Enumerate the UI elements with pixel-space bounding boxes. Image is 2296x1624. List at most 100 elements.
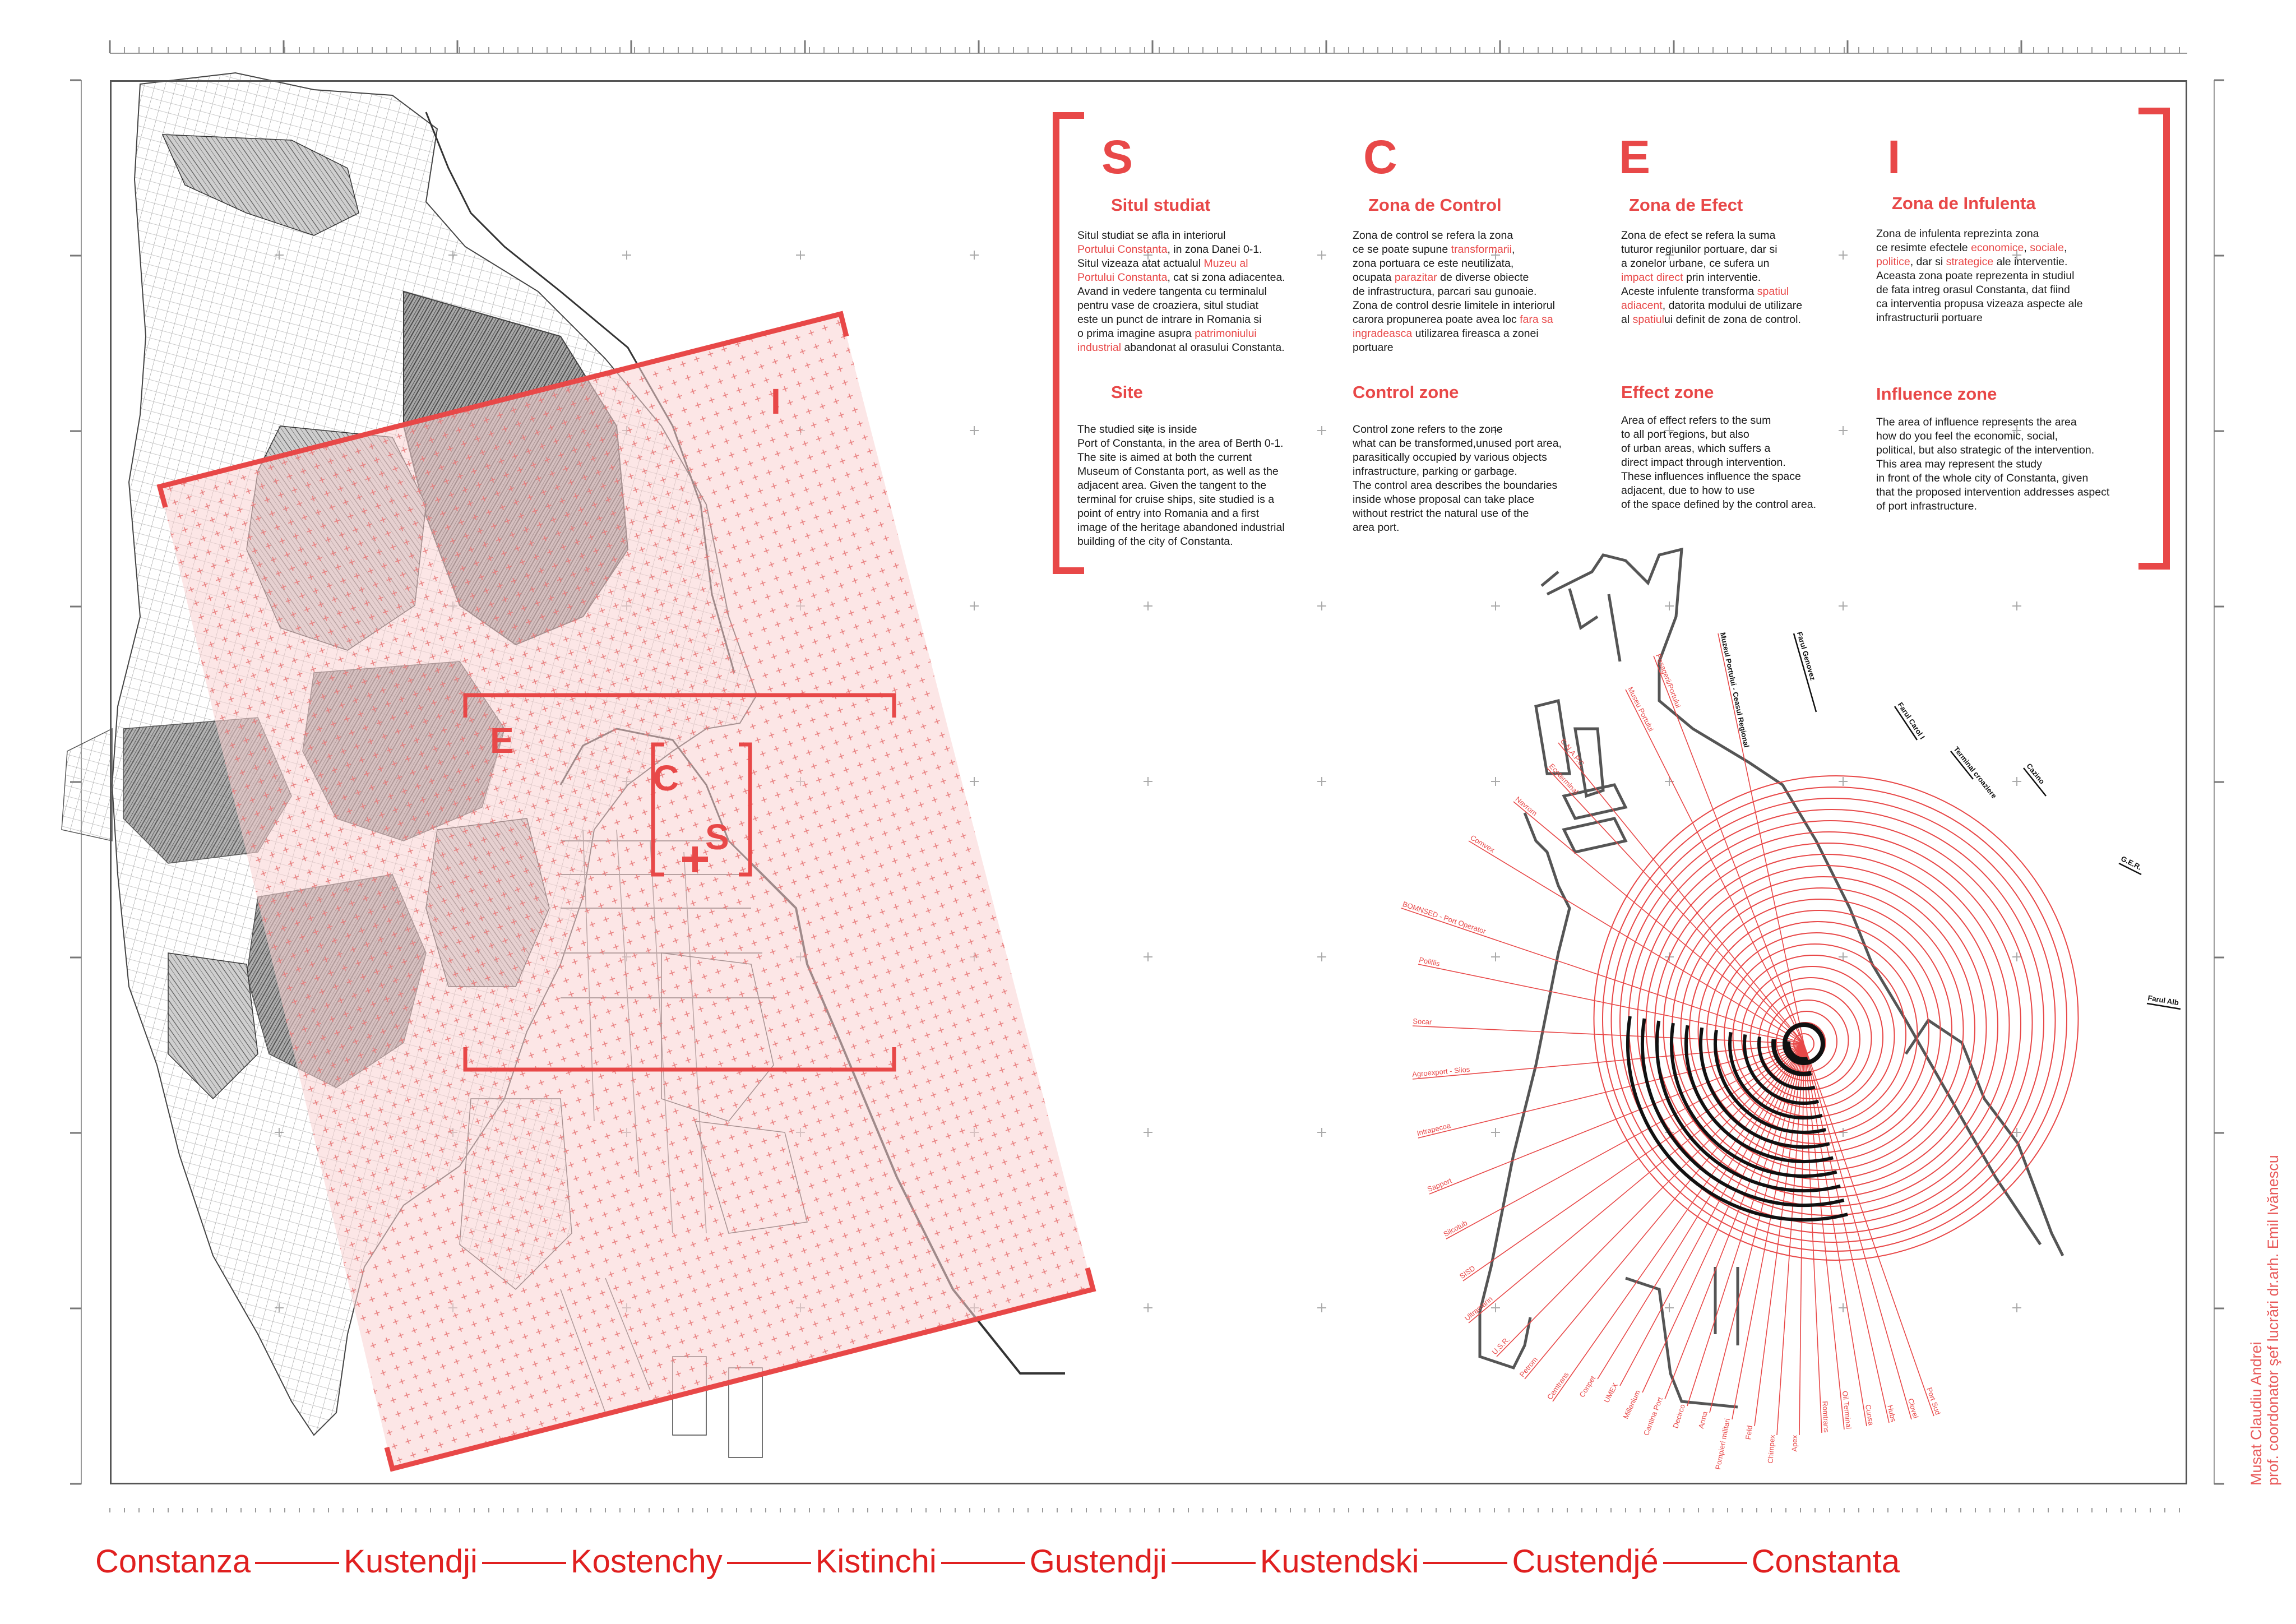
- effect-arc: [1670, 1022, 1837, 1178]
- text-line: Aceste infulente transforma spatiul: [1621, 285, 1789, 298]
- control-en-title: Control zone: [1353, 382, 1459, 402]
- supervisor-name: prof. coordonator şef lucrări dr.arh. Em…: [2265, 1155, 2281, 1486]
- radial-ray: [1776, 1043, 1804, 1436]
- text-line: Port of Constanta, in the area of Berth …: [1077, 437, 1284, 450]
- influence-ring: [1645, 843, 2010, 1207]
- text-line: of urban areas, which suffers a: [1621, 442, 1771, 455]
- text-line: Zona de infulenta reprezinta zona: [1876, 228, 2039, 240]
- radial-ray: [1754, 1043, 1804, 1427]
- influence-ring: [1697, 910, 1941, 1153]
- text-line: terminal for cruise ships, site studied …: [1077, 493, 1275, 506]
- text-line: direct impact through intervention.: [1621, 456, 1786, 469]
- text-line: The site is aimed at both the current: [1077, 451, 1252, 464]
- text-line: of port infrastructure.: [1876, 500, 1977, 512]
- radial-ray: [1462, 1043, 1804, 1281]
- port-operator-label: Pompieri militari: [1714, 1418, 1732, 1470]
- legend-left-bracket: [1053, 112, 1084, 574]
- text-line: in front of the whole city of Constanta,…: [1876, 472, 2089, 484]
- radial-ray: [1642, 1043, 1804, 1393]
- city-name: Custendjé: [1512, 1543, 1659, 1580]
- city-name: Constanza: [95, 1543, 251, 1580]
- influence-zone-bracket: [156, 311, 1096, 1472]
- legend-letter-C: C: [1363, 131, 1397, 183]
- influence-en-text: The area of influence represents the are…: [1876, 415, 2140, 513]
- text-line: Situl vizeaza atat actualul Muzeu al: [1077, 257, 1248, 270]
- influence-en-block: Influence zone The area of influence rep…: [1876, 384, 2140, 513]
- radial-ray: [1547, 767, 1804, 1044]
- influence-ring: [1732, 955, 1895, 1117]
- city-name: Kustendski: [1260, 1543, 1419, 1580]
- map-letter-I: I: [771, 381, 781, 422]
- radial-ray: [1803, 1043, 1822, 1433]
- influence-ring: [1637, 831, 2021, 1216]
- legend-letter-E: E: [1619, 131, 1651, 183]
- effect-arc: [1786, 1040, 1808, 1062]
- influence-ring: [1706, 921, 1929, 1144]
- text-line: point of entry into Romania and a first: [1077, 507, 1260, 520]
- text-line: ce se poate supune transformarii,: [1353, 243, 1515, 256]
- text-line: carora propunerea poate avea loc fara sa: [1353, 313, 1553, 326]
- site-ro-block: Situl studiat Situl studiat se afla in i…: [1077, 195, 1341, 355]
- port-operator-label: Hubs: [1886, 1404, 1897, 1423]
- text-line: pentru vase de croaziera, situl studiat: [1077, 299, 1259, 312]
- text-line: building of the city of Constanta.: [1077, 535, 1233, 548]
- name-dash: [1423, 1562, 1508, 1564]
- text-line: The studied site is inside: [1077, 423, 1197, 436]
- landmark-dash: [1950, 751, 1974, 780]
- port-operator-label: Museu Portului: [1626, 686, 1655, 733]
- effect-ro-title: Zona de Efect: [1629, 195, 1743, 215]
- site-ro-title: Situl studiat: [1111, 195, 1211, 215]
- port-operator-label: Poliflis: [1418, 955, 1441, 968]
- text-line: how do you feel the economic, social,: [1876, 430, 2058, 442]
- site-marker-icon: [682, 846, 708, 872]
- text-line: Area of effect refers to the sum: [1621, 414, 1771, 427]
- text-line: industrial abandonat al orasului Constan…: [1077, 341, 1285, 354]
- port-operator-label: Socar: [1413, 1017, 1432, 1026]
- effect-arc: [1655, 1020, 1841, 1192]
- radial-ray: [1513, 801, 1804, 1044]
- city-name: Gustendji: [1029, 1543, 1167, 1580]
- text-line: Zona de efect se refera la suma: [1621, 229, 1776, 242]
- text-line: adiacent, datorita modului de utilizare: [1621, 299, 1803, 312]
- legend-letter-I: I: [1887, 131, 1901, 183]
- drawing-frame: [110, 80, 2187, 1484]
- influence-ring: [1610, 798, 2056, 1243]
- influence-ring: [1593, 775, 2079, 1261]
- text-line: inside whose proposal can take place: [1353, 493, 1535, 506]
- port-operator-label: Muzeul Portului - Ceasul Regional: [1719, 632, 1751, 748]
- name-dash: [1663, 1562, 1747, 1564]
- radial-ray: [1732, 1043, 1804, 1420]
- text-line: Museum of Constanta port, as well as the: [1077, 465, 1279, 478]
- text-line: Portului Constanta, in zona Danei 0-1.: [1077, 243, 1262, 256]
- map-letter-C: C: [653, 758, 679, 798]
- control-ro-block: Zona de Control Zona de control se refer…: [1353, 195, 1616, 355]
- text-line: political, but also strategic of the int…: [1876, 444, 2095, 456]
- port-operator-label: Arma: [1697, 1410, 1709, 1429]
- text-line: portuare: [1353, 341, 1394, 354]
- text-line: that the proposed intervention addresses…: [1876, 486, 2110, 498]
- name-dash: [255, 1562, 340, 1564]
- landmark-dash: [2146, 1002, 2181, 1010]
- landmark-dash: [1793, 633, 1817, 712]
- port-operator-label: BOMNSED - Port Operator: [1401, 900, 1487, 936]
- effect-arc: [1684, 1025, 1834, 1163]
- text-line: without restrict the natural use of the: [1353, 507, 1529, 520]
- text-line: The control area describes the boundarie…: [1353, 479, 1558, 492]
- radial-rays: [1401, 633, 2181, 1436]
- port-operator-label: C.N.A.P.C.: [1559, 737, 1587, 769]
- text-line: politice, dar si strategice ale interven…: [1876, 256, 2068, 268]
- text-line: impact direct prin interventie.: [1621, 271, 1761, 284]
- port-operator-label: Cunsa: [1864, 1404, 1876, 1426]
- control-zone-bracket: [651, 742, 752, 877]
- radial-ray: [1412, 1043, 1804, 1080]
- influence-ring: [1680, 887, 1964, 1171]
- radial-ray: [1687, 1043, 1804, 1406]
- text-line: ocupata parazitar de diverse obiecte: [1353, 271, 1529, 284]
- landmark-dash: [1894, 706, 1918, 741]
